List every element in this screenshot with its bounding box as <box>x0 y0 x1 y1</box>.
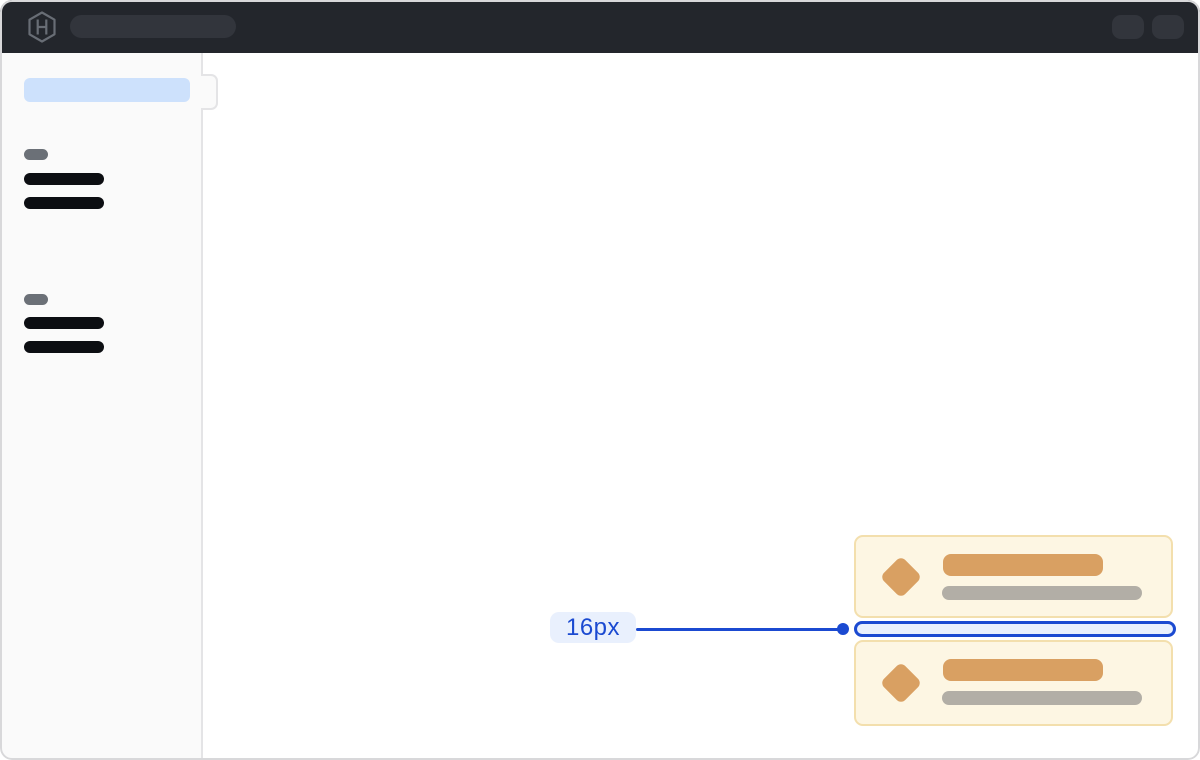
sidebar-nav-link-placeholder[interactable] <box>24 197 104 209</box>
diamond-icon <box>879 661 923 705</box>
card-subtitle-placeholder <box>942 691 1142 705</box>
spacing-annotation-label: 16px <box>550 612 636 643</box>
card-title-placeholder <box>943 659 1103 681</box>
card-title-placeholder <box>943 554 1103 576</box>
list-item-card[interactable] <box>854 535 1173 618</box>
sidebar-section-label-placeholder <box>24 294 48 305</box>
search-input-placeholder[interactable] <box>70 15 236 38</box>
annotation-leader-dot <box>837 623 849 635</box>
topbar-action-placeholder-1[interactable] <box>1112 15 1144 39</box>
sidebar-nav-link-placeholder[interactable] <box>24 173 104 185</box>
list-item-card[interactable] <box>854 640 1173 726</box>
sidebar-collapse-handle[interactable] <box>201 74 218 110</box>
topbar <box>0 0 1200 53</box>
card-subtitle-placeholder <box>942 586 1142 600</box>
sidebar-nav-link-placeholder[interactable] <box>24 317 104 329</box>
annotation-leader-line <box>636 628 843 631</box>
sidebar-active-item-placeholder[interactable] <box>24 78 190 102</box>
topbar-action-placeholder-2[interactable] <box>1152 15 1184 39</box>
sidebar <box>0 53 203 760</box>
hashicorp-logo-icon[interactable] <box>27 11 57 43</box>
diamond-icon <box>879 555 923 598</box>
sidebar-section-label-placeholder <box>24 149 48 160</box>
spacing-highlight-rect <box>854 621 1176 637</box>
sidebar-nav-link-placeholder[interactable] <box>24 341 104 353</box>
